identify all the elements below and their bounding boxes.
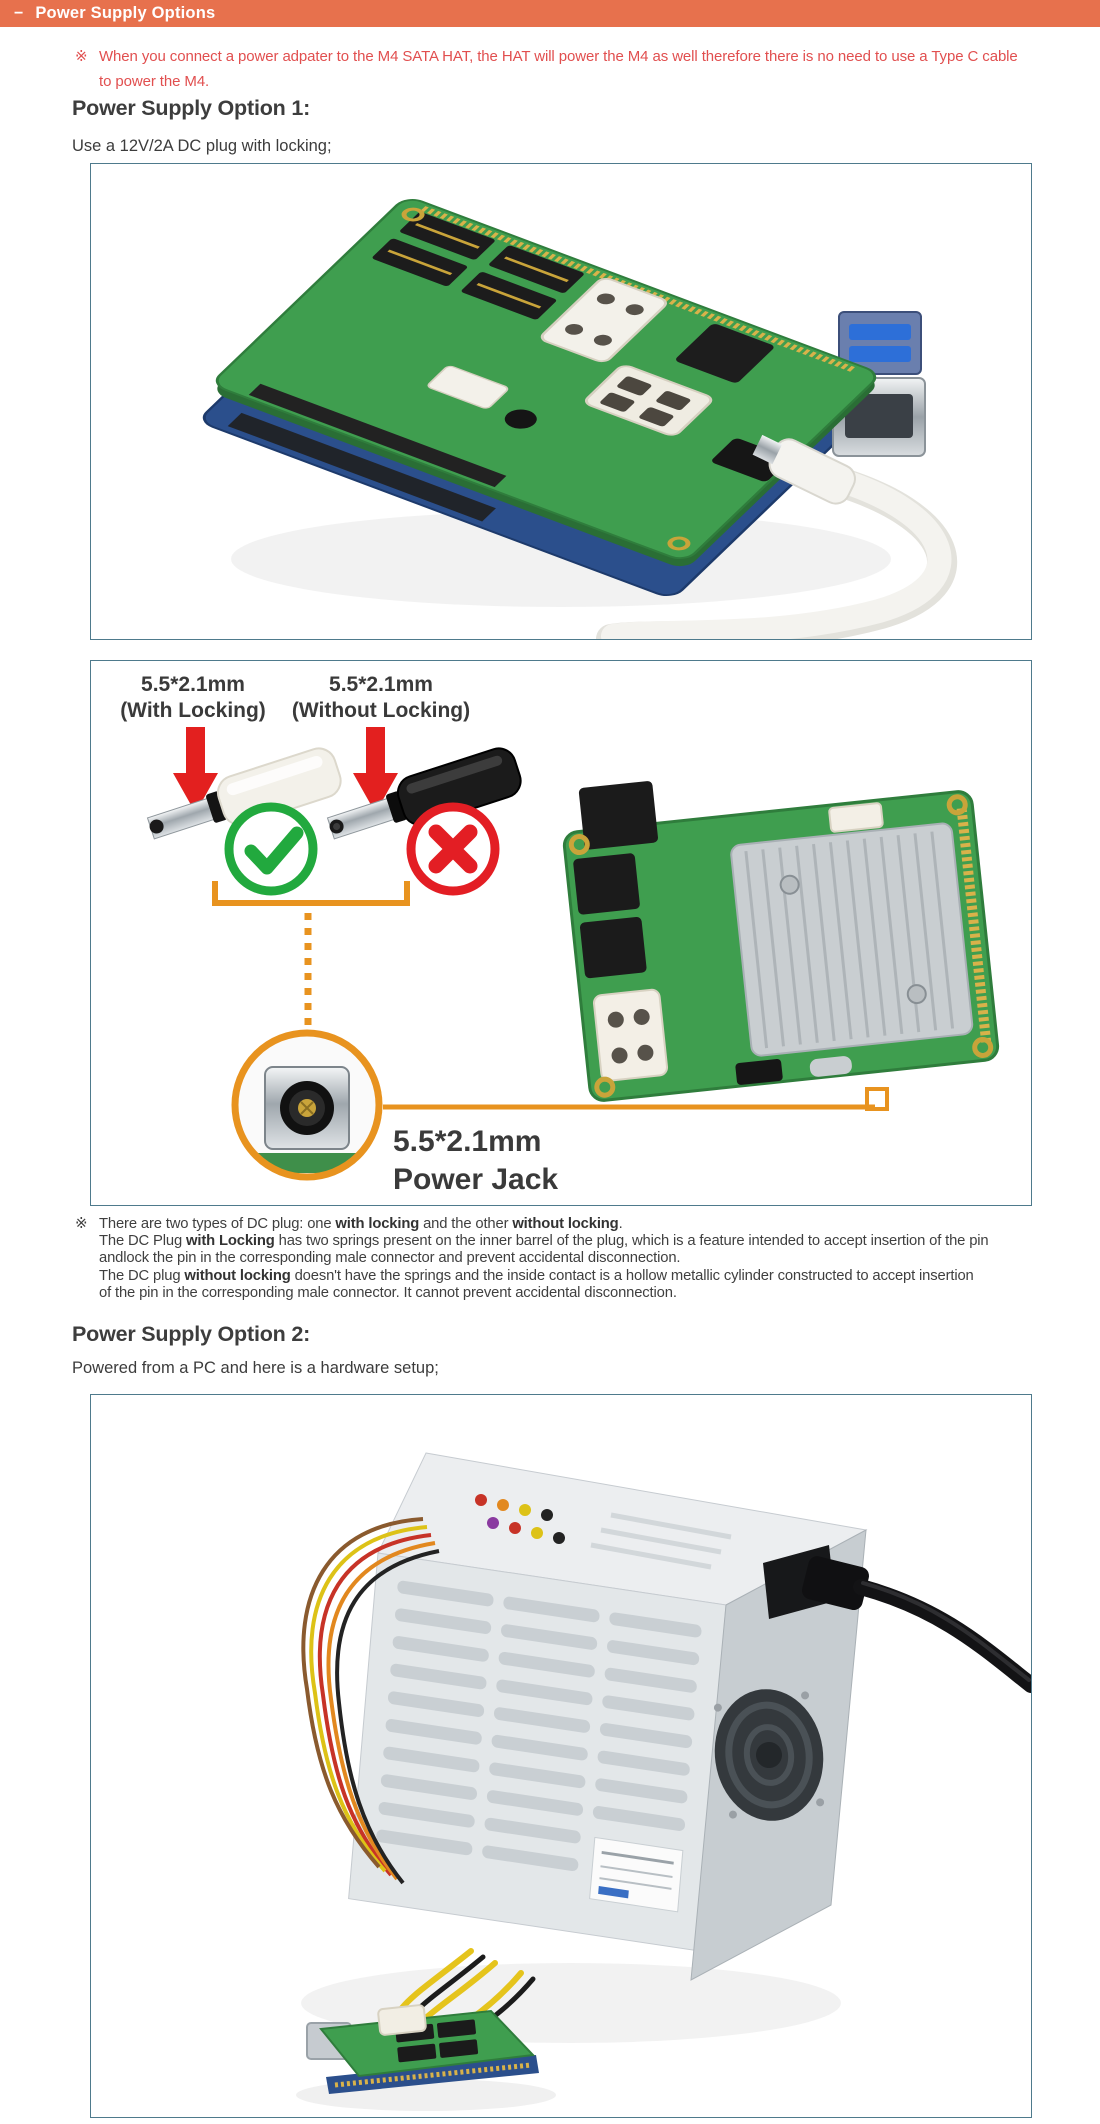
option2-description: Powered from a PC and here is a hardware… — [72, 1359, 439, 1377]
buzzer — [504, 409, 537, 429]
plug-types-diagram-illustration: 5.5*2.1mm (With Locking) 5.5*2.1mm (With… — [120, 673, 1000, 1196]
note-line-2: to power the M4. — [99, 73, 210, 90]
option2-heading: Power Supply Option 2: — [72, 1322, 311, 1346]
psu-front-face — [348, 1552, 727, 1952]
molex-connector — [540, 277, 667, 363]
note-plug-types: ※ There are two types of DC plug: one wi… — [75, 1216, 989, 1302]
note-line-4: The DC plug without locking doesn't have… — [99, 1267, 974, 1284]
sata-connector — [578, 781, 658, 850]
note-line-3: andlock the pin in the corresponding mal… — [99, 1250, 681, 1267]
molex-connector — [592, 988, 669, 1082]
without-locking-label-size: 5.5*2.1mm — [329, 673, 433, 696]
dc-plug-and-cable — [596, 434, 958, 639]
ac-power-cable — [853, 1579, 1031, 1693]
power-jack-label-text: Power Jack — [393, 1163, 558, 1196]
red-arrow-without-locking — [353, 727, 398, 813]
reference-mark: ※ — [75, 1216, 88, 1232]
note-line-1: There are two types of DC plug: one with… — [99, 1216, 623, 1232]
collapse-toggle-icon[interactable]: − — [14, 4, 24, 22]
reference-mark: ※ — [75, 48, 88, 65]
note-line-2: The DC Plug with Locking has two springs… — [99, 1233, 989, 1250]
wafer-connector — [427, 365, 509, 409]
dc-plug-without-locking-illustration — [326, 747, 522, 840]
note-line-1: When you connect a power adpater to the … — [99, 48, 1018, 65]
figure-option2-photo[interactable] — [90, 1394, 1032, 2118]
figure-plug-types-diagram[interactable]: 5.5*2.1mm (With Locking) 5.5*2.1mm (With… — [90, 660, 1032, 1206]
psu-fan — [713, 1689, 825, 1821]
pin-header — [956, 807, 992, 1044]
figure-option1-photo[interactable] — [90, 163, 1032, 640]
note-line-5: of the pin in the corresponding male con… — [99, 1284, 677, 1301]
psu-sticker — [589, 1836, 684, 1913]
section-header[interactable]: − Power Supply Options — [0, 0, 1100, 27]
power-jack-label-size: 5.5*2.1mm — [393, 1125, 541, 1158]
female-header — [248, 383, 507, 488]
without-locking-label-text: (Without Locking) — [292, 699, 470, 722]
psu-top-vent-wires — [475, 1494, 565, 1544]
sata-hat-mini-board — [306, 2004, 539, 2094]
psu-illustration — [348, 1452, 1031, 1981]
section-title: Power Supply Options — [35, 4, 216, 22]
sata-hat-photo-illustration — [202, 199, 958, 639]
molex-connector — [377, 2004, 427, 2036]
with-locking-label-size: 5.5*2.1mm — [141, 673, 245, 696]
sata-connectors — [372, 212, 584, 320]
sata-hat-board-top — [215, 199, 877, 559]
heatsink — [730, 822, 974, 1057]
option1-heading: Power Supply Option 1: — [72, 96, 311, 120]
green-check-icon — [224, 802, 318, 896]
power-jack — [735, 1059, 783, 1085]
note-power-adapter: ※ When you connect a power adpater to th… — [75, 44, 1018, 94]
dc-jack — [712, 438, 790, 482]
sata-connector — [573, 853, 640, 915]
option1-description: Use a 12V/2A DC plug with locking; — [72, 137, 332, 155]
psu-loose-wires — [301, 1517, 440, 1885]
annotation-bracket — [212, 881, 410, 1029]
dc-plug-with-locking-illustration — [146, 747, 342, 840]
atx-power-connector — [584, 365, 713, 436]
sata-connector — [579, 916, 647, 979]
ac-plug — [802, 1556, 869, 1611]
red-arrow-with-locking — [173, 727, 218, 813]
jms561-chip — [676, 324, 774, 383]
power-jack-magnified — [231, 1029, 383, 1181]
annotation-pointer-line — [383, 1087, 889, 1111]
psu-setup-illustration — [296, 1452, 1031, 2111]
red-cross-icon — [406, 802, 500, 896]
sata-hat-top-view — [562, 781, 1000, 1102]
with-locking-label-text: (With Locking) — [120, 699, 266, 722]
